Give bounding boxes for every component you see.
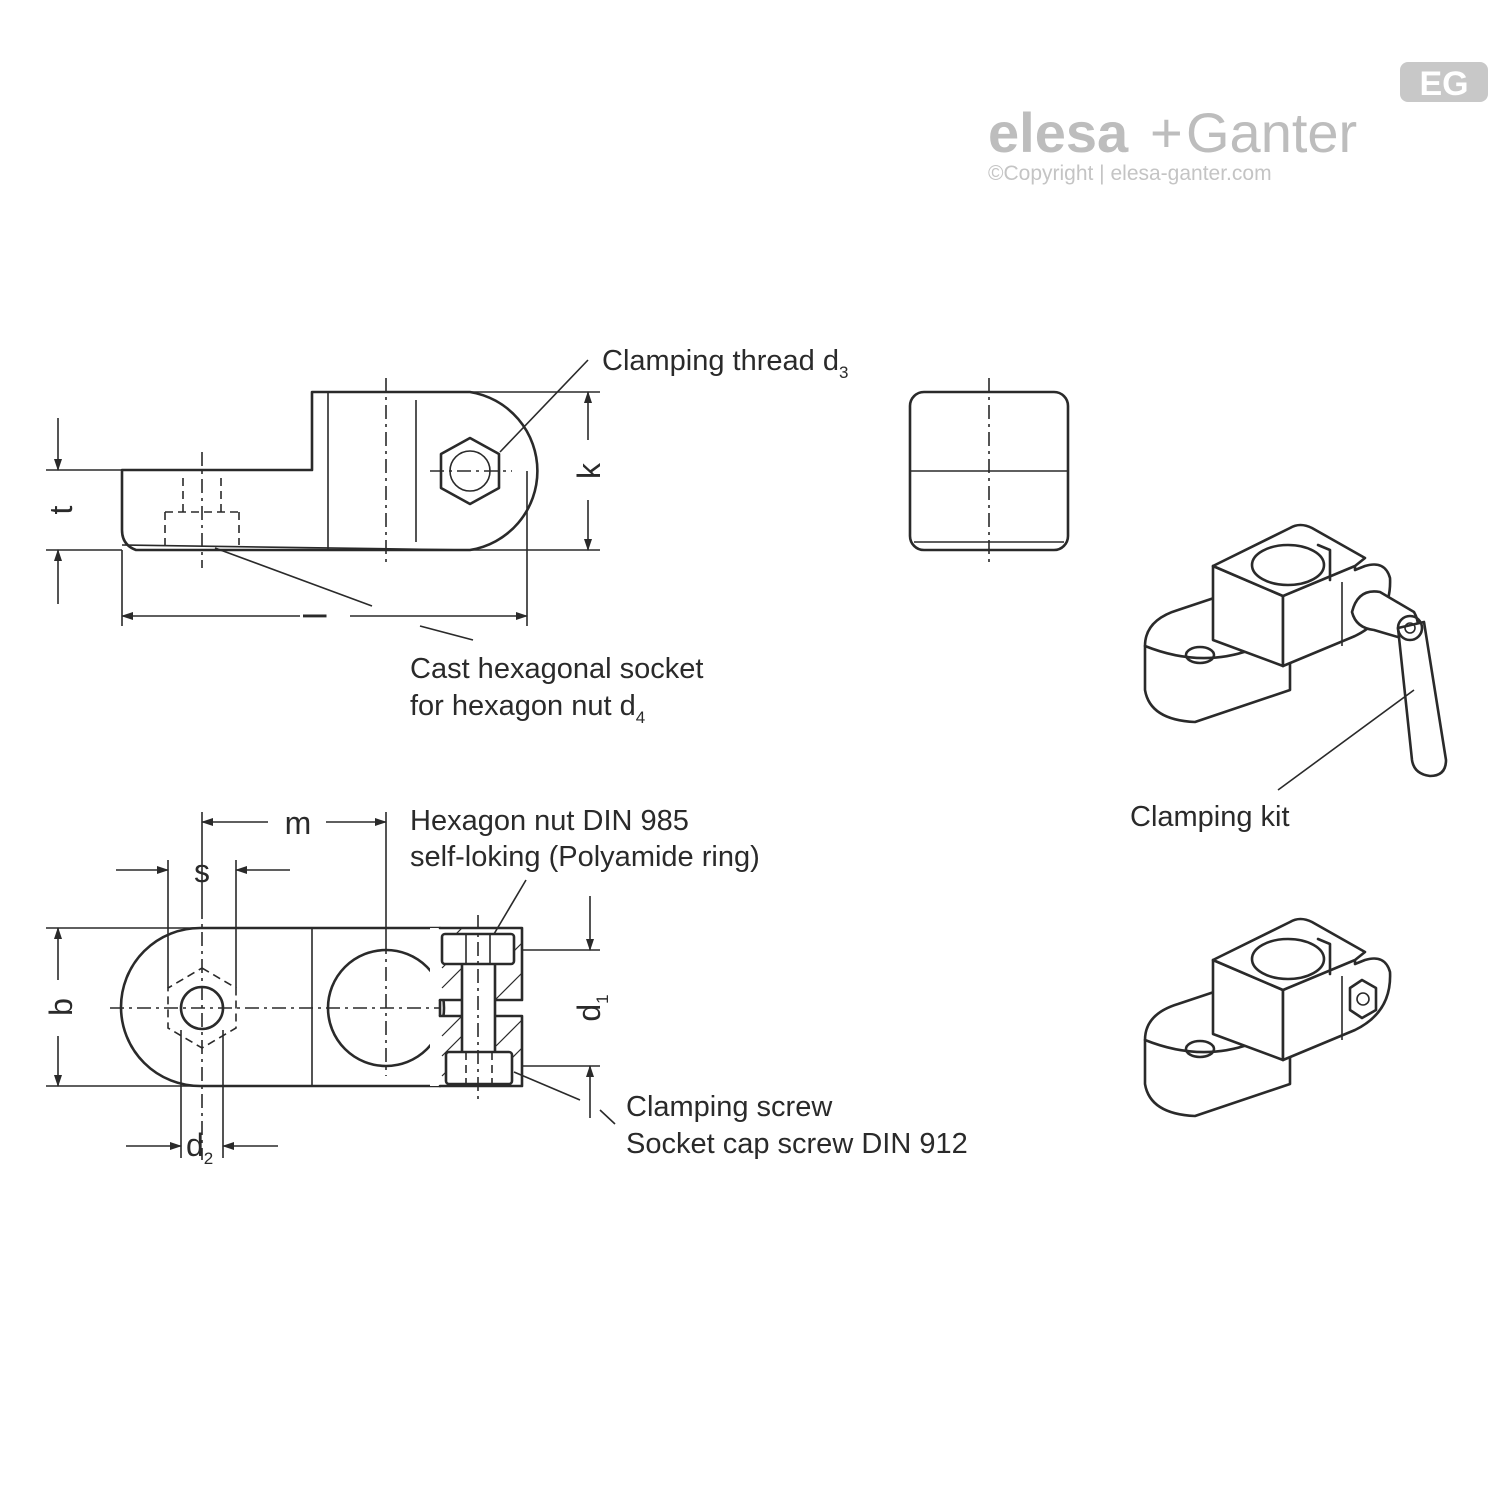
dimension-t: t xyxy=(43,418,312,604)
label-hex-nut-line2: self-loking (Polyamide ring) xyxy=(410,841,760,873)
label-cast-socket-line2: for hexagon nut d4 xyxy=(410,690,645,727)
label-cast-socket-line1: Cast hexagonal socket xyxy=(410,653,703,685)
dim-k-label: k xyxy=(571,462,607,479)
label-clamping-kit: Clamping kit xyxy=(1130,801,1290,833)
side-view xyxy=(120,378,539,568)
dim-d2-label: d2 xyxy=(186,1127,213,1168)
dim-t-label: t xyxy=(43,505,79,514)
iso-hex-nut xyxy=(1348,978,1378,1020)
dim-s-label: s xyxy=(194,853,210,889)
dimension-s: s xyxy=(116,853,290,988)
dim-d1-label: d1 xyxy=(571,994,612,1021)
logo-brand-plus: + xyxy=(1150,101,1183,164)
label-clamping-thread: Clamping thread d3 xyxy=(602,345,848,382)
label-hex-nut-line1: Hexagon nut DIN 985 xyxy=(410,805,689,837)
isometric-with-clamping-kit xyxy=(1143,523,1448,791)
logo-brand-left: elesa xyxy=(988,101,1129,164)
top-view-outline xyxy=(119,926,442,1088)
dimension-l: l xyxy=(121,471,528,626)
isometric-with-screw xyxy=(1143,917,1392,1118)
logo-badge-box xyxy=(1400,62,1488,102)
dimension-b: b xyxy=(43,927,200,1087)
side-hex-nut xyxy=(439,436,501,506)
end-view xyxy=(908,378,1070,566)
top-view xyxy=(110,905,524,1160)
side-view-outline xyxy=(120,390,539,552)
dimension-m: m xyxy=(201,805,387,940)
socket-cap-screw-head xyxy=(444,1050,514,1086)
dim-m-label: m xyxy=(285,805,312,841)
elesa-ganter-logo: EG elesa + Ganter ©Copyright | elesa-gan… xyxy=(988,62,1488,185)
dimension-d1: d1 xyxy=(522,896,612,1118)
logo-copyright: ©Copyright | elesa-ganter.com xyxy=(988,162,1272,185)
dim-l-label: l xyxy=(297,612,333,619)
dim-b-label: b xyxy=(43,998,79,1016)
label-clamping-screw-line1: Clamping screw xyxy=(626,1091,833,1123)
clamping-section xyxy=(430,915,524,1102)
logo-brand-right: Ganter xyxy=(1186,101,1357,164)
dimension-k: k xyxy=(470,391,607,551)
logo-badge: EG xyxy=(1419,65,1468,103)
label-clamping-screw-line2: Socket cap screw DIN 912 xyxy=(626,1128,968,1160)
dimension-d2: d2 xyxy=(126,1030,278,1168)
